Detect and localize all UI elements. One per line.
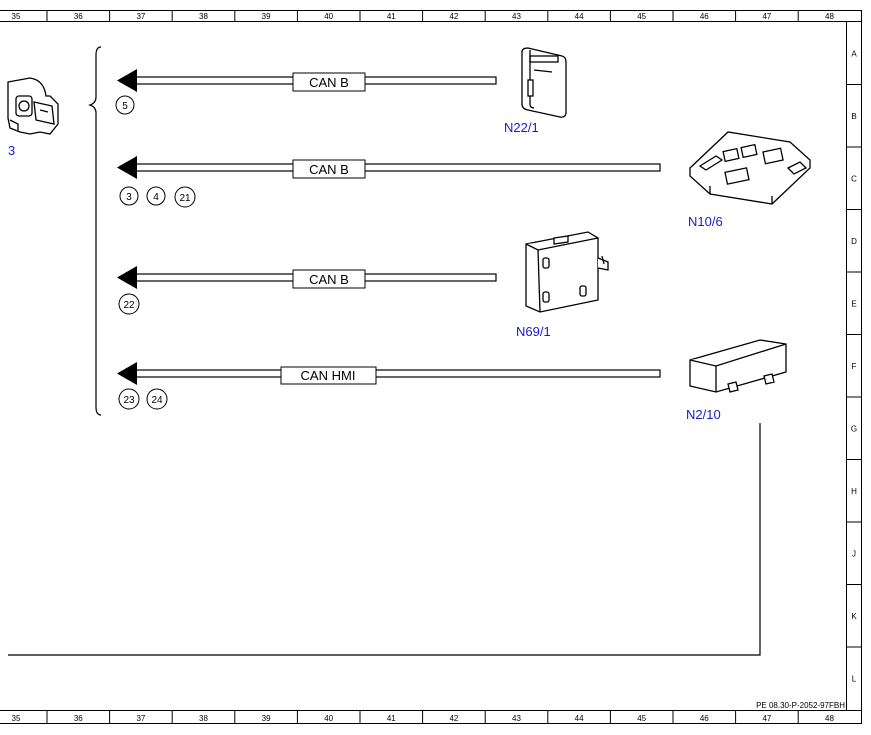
column-label: 40 (324, 714, 333, 723)
column-label: 41 (387, 714, 396, 723)
column-ruler-bottom: 35 36 37 38 39 40 41 42 43 44 45 46 47 48 (12, 710, 834, 724)
reference-number: 5 (122, 101, 128, 112)
control-module-n22-icon (521, 47, 567, 118)
bus-label: CAN B (309, 272, 349, 287)
reference-circle (119, 186, 139, 206)
column-ruler-top: 35 36 37 38 39 40 41 42 43 44 45 46 47 48 (12, 10, 834, 22)
column-label: 42 (449, 714, 458, 723)
bus-line-3: CAN B 22 (117, 266, 497, 315)
row-label: C (851, 174, 857, 183)
column-label: 37 (136, 12, 145, 21)
column-label: 44 (575, 714, 584, 723)
bus-label-box (292, 72, 366, 92)
row-label: F (852, 362, 857, 371)
bus-label-box (280, 366, 377, 385)
control-module-n2-icon (689, 339, 787, 393)
connection-line (8, 423, 761, 656)
reference-number: 21 (179, 193, 191, 204)
reference-number: 24 (151, 395, 163, 406)
column-label: 45 (637, 12, 646, 21)
bus-line-4: CAN HMI 23 24 (117, 362, 661, 410)
bus-label: CAN B (309, 162, 349, 177)
column-label: 45 (637, 714, 646, 723)
control-module-n69-icon (525, 231, 609, 313)
column-label: 48 (825, 714, 834, 723)
bus-label: CAN B (309, 75, 349, 90)
left-component-label: 3 (8, 143, 15, 158)
column-label: 38 (199, 12, 208, 21)
column-label: 39 (262, 714, 271, 723)
row-label: J (852, 549, 856, 558)
column-label: 41 (387, 12, 396, 21)
group-brace (88, 46, 102, 416)
bus-line-1: CAN B 5 (115, 69, 497, 115)
column-label: 47 (762, 12, 771, 21)
row-label: K (851, 612, 857, 621)
bus-line-2: CAN B 3 4 21 (117, 156, 661, 208)
reference-circle (146, 388, 168, 410)
column-label: 38 (199, 714, 208, 723)
row-label: E (851, 299, 856, 308)
component-label: N2/10 (686, 407, 721, 422)
component-label: N69/1 (516, 324, 551, 339)
column-label: 47 (762, 714, 771, 723)
component-label: N10/6 (688, 214, 723, 229)
control-module-n10-icon (689, 131, 811, 205)
column-label: 48 (825, 12, 834, 21)
row-label: A (851, 49, 857, 58)
reference-circle (174, 186, 196, 208)
row-label: H (851, 487, 857, 496)
ignition-lock-icon (7, 77, 59, 135)
reference-circle (146, 186, 166, 206)
reference-circle (115, 95, 135, 115)
row-ruler: A B C D E F G H J K L (846, 49, 862, 683)
column-label: 42 (449, 12, 458, 21)
row-label: B (851, 112, 856, 121)
column-label: 37 (136, 714, 145, 723)
column-label: 35 (12, 12, 21, 21)
reference-number: 22 (123, 300, 135, 311)
row-label: D (851, 237, 857, 246)
column-label: 43 (512, 12, 521, 21)
column-label: 43 (512, 714, 521, 723)
column-label: 39 (262, 12, 271, 21)
column-label: 36 (74, 12, 83, 21)
row-label: G (851, 424, 857, 433)
column-label: 46 (700, 714, 709, 723)
diagram-frame (0, 10, 862, 724)
reference-number: 4 (153, 192, 159, 203)
row-label: L (852, 674, 857, 683)
column-label: 35 (12, 714, 21, 723)
bus-label-box (292, 269, 366, 289)
reference-circle (118, 293, 140, 315)
component-label: N22/1 (504, 120, 539, 135)
bus-label-box (292, 159, 366, 179)
reference-number: 3 (126, 192, 132, 203)
reference-circle (118, 388, 140, 410)
column-label: 40 (324, 12, 333, 21)
column-label: 36 (74, 714, 83, 723)
reference-number: 23 (123, 395, 135, 406)
column-label: 44 (575, 12, 584, 21)
bus-label: CAN HMI (301, 368, 356, 383)
column-label: 46 (700, 12, 709, 21)
document-id: PE 08.30-P-2052-97FBH (756, 701, 845, 710)
